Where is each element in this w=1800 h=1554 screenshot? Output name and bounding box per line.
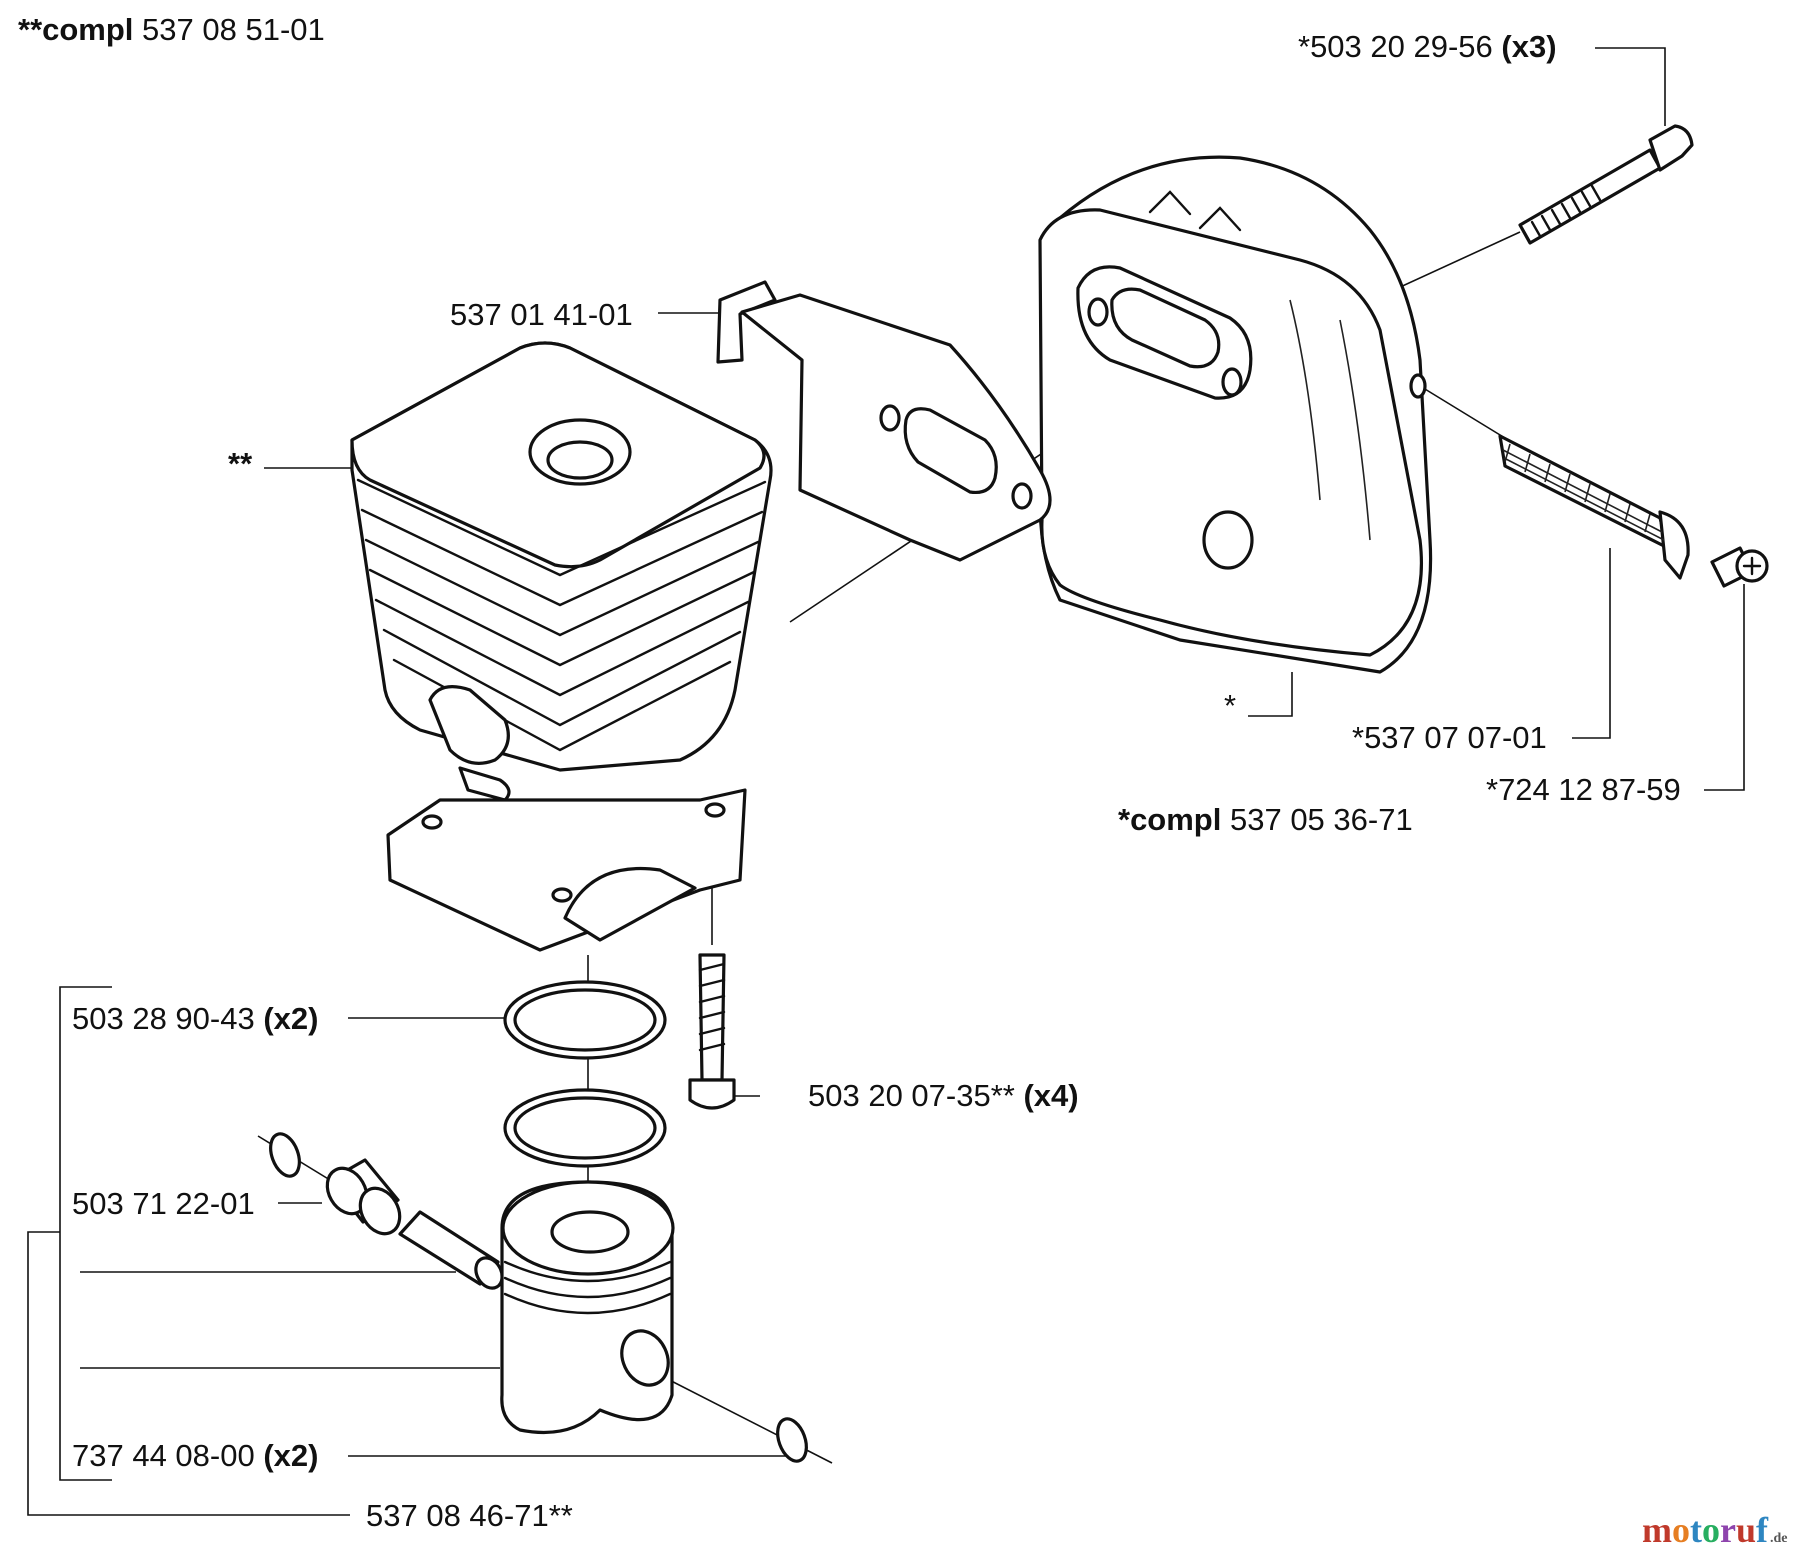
watermark-letter: r xyxy=(1720,1510,1736,1550)
watermark-letter: f xyxy=(1756,1510,1769,1550)
leader-lines xyxy=(27,47,1745,1516)
needle-bearing xyxy=(325,1158,402,1236)
piston-rings xyxy=(503,980,667,1168)
muffler-compl-label: *compl 537 05 36-71 xyxy=(1118,802,1413,837)
part-labels: **compl 537 08 51-01 ** 537 01 41-01 *50… xyxy=(18,12,1681,1533)
watermark-logo: motoruf .de xyxy=(1642,1510,1788,1550)
bracket xyxy=(716,280,1052,562)
cylinder-screw-label: 503 20 07-35** (x4) xyxy=(808,1078,1079,1113)
bracket-label: 537 01 41-01 xyxy=(450,297,633,332)
watermark-letter: t xyxy=(1690,1510,1702,1550)
watermark-letter: u xyxy=(1736,1510,1756,1550)
muffler-bolt xyxy=(1518,124,1694,245)
muffler-marker: * xyxy=(1224,688,1236,723)
circlip-label: 737 44 08-00 (x2) xyxy=(72,1438,318,1473)
screen-screw-label: *724 12 87-59 xyxy=(1486,772,1681,807)
cylinder xyxy=(350,341,773,952)
spark-screen xyxy=(1498,434,1690,580)
cylinder-screw xyxy=(688,953,736,1110)
piston-pin xyxy=(398,1210,504,1290)
bearing-label: 503 71 22-01 xyxy=(72,1186,255,1221)
watermark-text: motoruf xyxy=(1642,1510,1769,1550)
watermark-letter: o xyxy=(1672,1510,1690,1550)
muffler-bolt-label: *503 20 29-56 (x3) xyxy=(1298,29,1557,64)
piston-ring-label: 503 28 90-43 (x2) xyxy=(72,1001,318,1036)
spark-screen-label: *537 07 07-01 xyxy=(1352,720,1547,755)
watermark-suffix: .de xyxy=(1770,1531,1788,1546)
muffler xyxy=(1038,155,1433,674)
watermark-letter: m xyxy=(1642,1510,1672,1550)
cylinder-marker: ** xyxy=(228,446,253,481)
screen-screw xyxy=(1710,546,1769,588)
cylinder-compl-label: **compl 537 08 51-01 xyxy=(18,12,325,47)
circlips xyxy=(269,1132,808,1463)
piston xyxy=(500,1180,675,1434)
piston-kit-label: 537 08 46-71** xyxy=(366,1498,573,1533)
watermark-letter: o xyxy=(1702,1510,1720,1550)
